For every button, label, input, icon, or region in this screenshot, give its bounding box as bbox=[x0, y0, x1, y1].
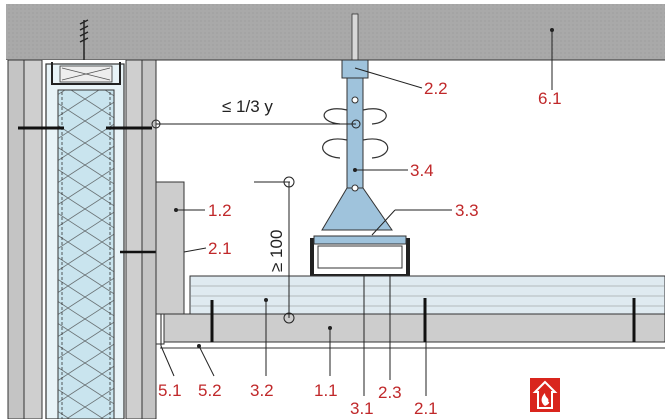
callout-3-2: 3.2 bbox=[250, 381, 274, 400]
concrete-ceiling bbox=[6, 4, 665, 61]
callout-2-1-ceiling: 2.1 bbox=[414, 399, 438, 418]
callout-6-1: 6.1 bbox=[538, 89, 562, 108]
callout-2-1-wall: 2.1 bbox=[208, 239, 232, 258]
leader-lines bbox=[160, 28, 554, 396]
partition-wall bbox=[6, 19, 184, 419]
spacing-dimension-label: ≤ 1/3 y bbox=[222, 97, 273, 116]
callout-3-4: 3.4 bbox=[410, 161, 434, 180]
callout-5-1: 5.1 bbox=[158, 381, 182, 400]
callout-3-1: 3.1 bbox=[350, 399, 374, 418]
dimension-lines bbox=[151, 119, 361, 324]
callout-2-2: 2.2 bbox=[424, 79, 448, 98]
callout-2-3: 2.3 bbox=[378, 383, 402, 402]
ceiling-boards bbox=[159, 275, 665, 349]
callout-5-2: 5.2 bbox=[198, 381, 222, 400]
callout-1-2: 1.2 bbox=[208, 201, 232, 220]
joint-strip bbox=[155, 313, 165, 345]
fire-protection-icon bbox=[530, 378, 560, 412]
callout-3-3: 3.3 bbox=[455, 201, 479, 220]
height-dimension-label: ≥ 100 bbox=[267, 230, 286, 272]
callout-1-1: 1.1 bbox=[314, 381, 338, 400]
wall-board-strip bbox=[155, 181, 185, 315]
